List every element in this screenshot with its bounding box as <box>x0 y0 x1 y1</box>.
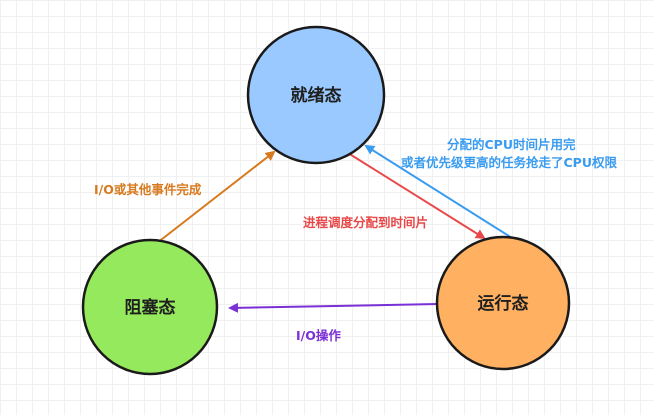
node-ready-label: 就绪态 <box>291 85 342 106</box>
edge-io-complete <box>156 150 276 244</box>
node-blocked-shape <box>81 238 219 376</box>
edge-schedule-label: 进程调度分配到时间片 <box>303 215 428 230</box>
node-running-label: 运行态 <box>478 293 529 314</box>
node-running-shape <box>435 235 571 371</box>
edge-io-op <box>228 302 439 313</box>
node-ready: 就绪态 <box>246 25 386 165</box>
edge-preempt <box>364 144 513 239</box>
edge-io-op-label: I/O操作 <box>296 328 341 343</box>
edge-io-complete-label: I/O或其他事件完成 <box>94 182 202 197</box>
node-running: 运行态 <box>435 235 571 371</box>
node-blocked: 阻塞态 <box>81 238 219 376</box>
node-blocked-label: 阻塞态 <box>125 297 176 318</box>
node-ready-shape <box>246 25 386 165</box>
edge-schedule <box>347 152 486 240</box>
edge-preempt-label-line2: 或者优先级更高的任务抢走了CPU权限 <box>401 155 617 170</box>
edge-preempt-label-line1: 分配的CPU时间片用完 <box>447 137 576 152</box>
